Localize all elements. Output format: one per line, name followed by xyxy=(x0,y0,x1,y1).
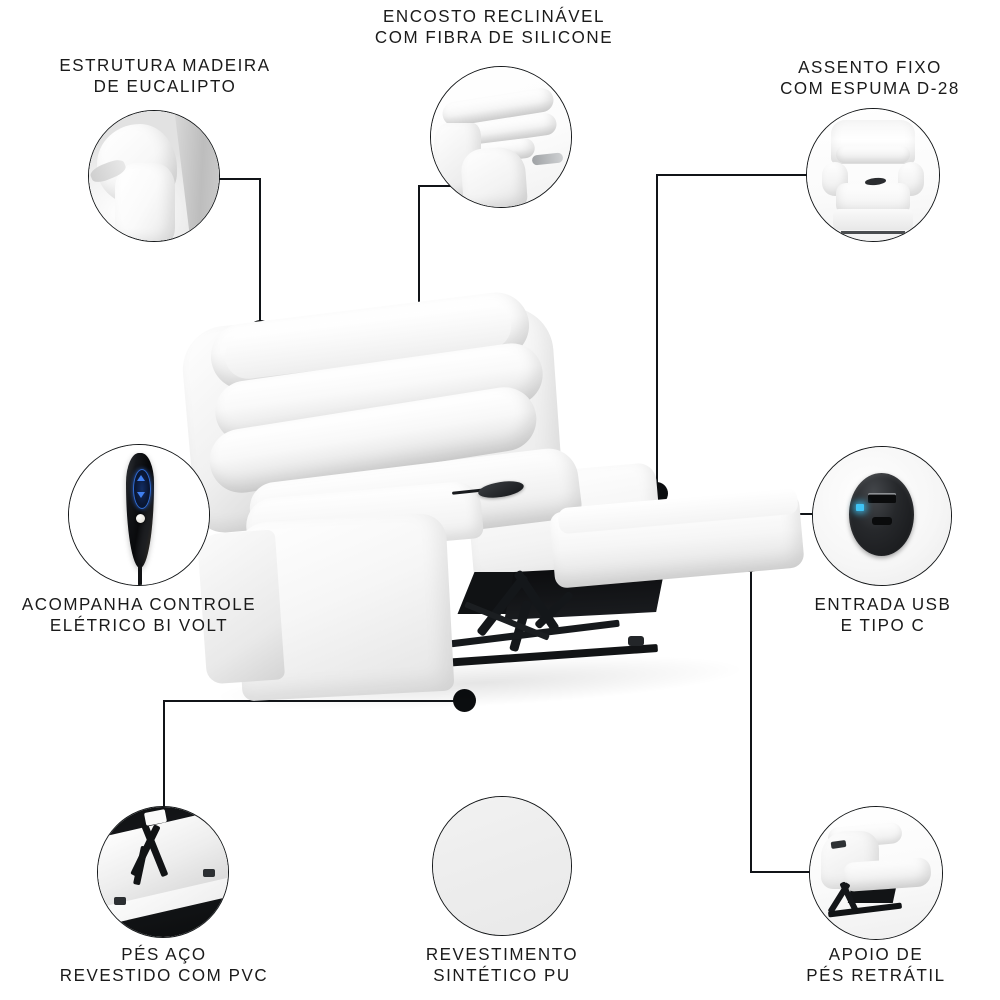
chair-foot-right xyxy=(628,636,644,646)
label-line-1: ASSENTO FIXO xyxy=(798,57,942,77)
label-line-1: PÉS AÇO xyxy=(121,944,207,964)
retractable-footrest-icon xyxy=(810,807,942,939)
label-line-1: APOIO DE xyxy=(828,944,924,964)
label-line-2: COM FIBRA DE SILICONE xyxy=(374,26,614,47)
label-line-1: ENTRADA USB xyxy=(814,594,952,614)
label-estrutura-madeira: ESTRUTURA MADEIRA DE EUCALIPTO xyxy=(42,55,288,96)
connector-line-apoio-v xyxy=(750,560,752,872)
label-line-2: E TIPO C xyxy=(840,614,926,635)
connector-line-pesaco-v xyxy=(163,700,165,807)
label-line-1: ACOMPANHA CONTROLE xyxy=(21,594,257,614)
connector-line-estrutura-h xyxy=(219,178,261,180)
label-line-2: COM ESPUMA D-28 xyxy=(780,77,960,98)
label-entrada-usb: ENTRADA USB E TIPO C xyxy=(802,594,963,635)
connector-dot-pesaco xyxy=(453,689,476,712)
label-encosto-reclinavel: ENCOSTO RECLINÁVEL COM FIBRA DE SILICONE xyxy=(362,6,626,47)
usb-type-c-port-icon xyxy=(813,447,951,585)
connector-line-encosto-v xyxy=(418,185,420,333)
label-assento-fixo: ASSENTO FIXO COM ESPUMA D-28 xyxy=(744,57,996,98)
reclining-backrest-icon xyxy=(431,67,571,207)
feature-circle-entrada-usb[interactable] xyxy=(812,446,952,586)
feature-circle-revestimento-pu[interactable] xyxy=(432,796,572,936)
label-line-2: SINTÉTICO PU xyxy=(433,964,571,985)
connector-line-assento-v xyxy=(656,174,658,494)
feature-circle-apoio-pes[interactable] xyxy=(809,806,943,940)
product-recliner-image xyxy=(179,288,840,720)
label-line-1: ENCOSTO RECLINÁVEL xyxy=(383,6,605,26)
connector-line-pesaco-h xyxy=(163,700,464,702)
label-line-2: PÉS RETRÁTIL xyxy=(806,964,946,985)
fixed-seat-foam-icon xyxy=(807,109,939,241)
label-controle-eletrico: ACOMPANHA CONTROLE ELÉTRICO BI VOLT xyxy=(9,594,269,635)
label-apoio-pes: APOIO DE PÉS RETRÁTIL xyxy=(773,944,979,985)
feature-circle-pes-aco[interactable] xyxy=(97,806,229,938)
connector-line-estrutura-v xyxy=(259,178,261,333)
label-line-2: REVESTIDO COM PVC xyxy=(59,964,269,985)
label-line-1: REVESTIMENTO xyxy=(425,944,579,964)
label-revestimento-pu: REVESTIMENTO SINTÉTICO PU xyxy=(399,944,605,985)
feature-circle-assento-fixo[interactable] xyxy=(806,108,940,242)
connector-line-apoio-h xyxy=(750,871,816,873)
label-line-2: ELÉTRICO BI VOLT xyxy=(49,614,229,635)
label-pes-aco: PÉS AÇO REVESTIDO COM PVC xyxy=(44,944,285,985)
pu-upholstery-swatch-icon xyxy=(433,797,571,935)
label-line-2: DE EUCALIPTO xyxy=(93,75,237,96)
electric-remote-control-icon xyxy=(69,445,209,585)
feature-circle-encosto-reclinavel[interactable] xyxy=(430,66,572,208)
connector-line-assento-h xyxy=(656,174,808,176)
wood-frame-closeup-icon xyxy=(89,111,219,241)
feature-circle-controle-eletrico[interactable] xyxy=(68,444,210,586)
label-line-1: ESTRUTURA MADEIRA xyxy=(59,55,271,75)
feature-circle-estrutura-madeira[interactable] xyxy=(88,110,220,242)
steel-feet-mechanism-icon xyxy=(98,807,228,937)
